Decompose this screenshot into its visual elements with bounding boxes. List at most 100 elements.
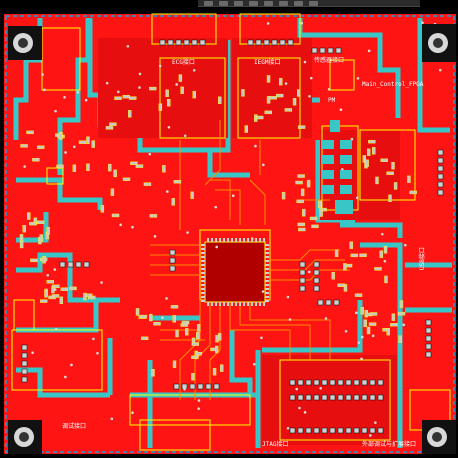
passive-component[interactable] <box>386 171 394 175</box>
passive-component[interactable] <box>298 227 306 232</box>
passive-component[interactable] <box>60 287 68 291</box>
passive-component[interactable] <box>393 182 398 190</box>
fpga-footprint[interactable] <box>201 238 269 306</box>
passive-component[interactable] <box>292 98 297 106</box>
passive-component[interactable] <box>122 94 130 99</box>
passive-component[interactable] <box>72 164 77 172</box>
passive-component[interactable] <box>331 272 335 280</box>
passive-component[interactable] <box>105 126 114 130</box>
measure-tool-icon[interactable] <box>264 0 273 6</box>
passive-component[interactable] <box>343 263 347 271</box>
passive-component[interactable] <box>334 249 339 257</box>
passive-component[interactable] <box>365 159 369 167</box>
passive-component[interactable] <box>153 322 161 326</box>
passive-component[interactable] <box>129 96 137 100</box>
passive-component[interactable] <box>409 190 417 195</box>
passive-component[interactable] <box>266 75 271 83</box>
passive-component[interactable] <box>363 319 367 327</box>
passive-component[interactable] <box>51 294 60 298</box>
passive-component[interactable] <box>108 163 112 172</box>
passive-component[interactable] <box>212 368 217 376</box>
passive-component[interactable] <box>264 110 272 115</box>
passive-component[interactable] <box>311 224 319 229</box>
passive-component[interactable] <box>191 373 195 381</box>
passive-component[interactable] <box>350 253 358 258</box>
passive-component[interactable] <box>27 212 31 220</box>
passive-component[interactable] <box>32 158 40 162</box>
passive-component[interactable] <box>368 322 377 326</box>
passive-component[interactable] <box>306 179 311 188</box>
passive-component[interactable] <box>178 74 183 82</box>
passive-component[interactable] <box>318 200 322 209</box>
passive-component[interactable] <box>380 158 388 162</box>
passive-components[interactable] <box>19 74 417 381</box>
passive-component[interactable] <box>143 182 152 186</box>
passive-component[interactable] <box>295 180 303 185</box>
passive-component[interactable] <box>170 305 179 309</box>
passive-component[interactable] <box>278 77 283 86</box>
passive-component[interactable] <box>296 199 304 204</box>
passive-component[interactable] <box>366 326 371 335</box>
passive-component[interactable] <box>39 234 44 242</box>
passive-component[interactable] <box>185 328 189 336</box>
passive-component[interactable] <box>300 188 305 197</box>
passive-component[interactable] <box>407 175 411 183</box>
passive-component[interactable] <box>190 191 194 199</box>
via-tool-icon[interactable] <box>234 0 243 6</box>
zoom-tool-icon[interactable] <box>279 0 288 6</box>
passive-component[interactable] <box>83 292 87 301</box>
passive-component[interactable] <box>337 283 345 287</box>
passive-component[interactable] <box>388 194 392 203</box>
passive-component[interactable] <box>149 86 157 91</box>
passive-component[interactable] <box>162 164 166 173</box>
passive-component[interactable] <box>180 86 184 95</box>
passive-component[interactable] <box>171 198 175 206</box>
passive-component[interactable] <box>368 139 376 144</box>
passive-component[interactable] <box>135 164 144 168</box>
passive-component[interactable] <box>59 296 64 305</box>
passive-component[interactable] <box>241 89 245 97</box>
passive-component[interactable] <box>58 132 63 140</box>
passive-component[interactable] <box>194 351 202 356</box>
passive-component[interactable] <box>22 225 26 233</box>
passive-component[interactable] <box>191 342 200 346</box>
passive-component[interactable] <box>149 214 158 218</box>
passive-component[interactable] <box>297 174 305 178</box>
drc-tool-icon[interactable] <box>309 0 318 6</box>
passive-component[interactable] <box>26 130 34 135</box>
passive-component[interactable] <box>384 275 388 284</box>
passive-component[interactable] <box>110 188 115 196</box>
passive-component[interactable] <box>86 136 90 144</box>
passive-component[interactable] <box>46 280 54 284</box>
passive-component[interactable] <box>56 164 64 169</box>
passive-component[interactable] <box>52 284 60 289</box>
passive-component[interactable] <box>391 162 395 170</box>
passive-component[interactable] <box>86 163 90 171</box>
passive-component[interactable] <box>319 209 323 217</box>
passive-component[interactable] <box>383 246 388 254</box>
passive-component[interactable] <box>297 89 301 97</box>
passive-component[interactable] <box>266 96 271 104</box>
selected-components[interactable] <box>322 120 353 214</box>
layer-tool-icon[interactable] <box>294 0 303 6</box>
passive-component[interactable] <box>165 89 169 98</box>
passive-component[interactable] <box>375 176 379 185</box>
passive-component[interactable] <box>309 216 318 221</box>
passive-component[interactable] <box>369 312 378 316</box>
passive-component[interactable] <box>281 191 286 200</box>
passive-component[interactable] <box>354 293 363 297</box>
passive-component[interactable] <box>128 110 132 118</box>
passive-component[interactable] <box>297 125 306 129</box>
passive-component[interactable] <box>44 290 48 298</box>
passive-component[interactable] <box>39 299 48 303</box>
passive-component[interactable] <box>151 369 155 377</box>
passive-component[interactable] <box>372 147 376 155</box>
passive-component[interactable] <box>244 125 248 133</box>
passive-component[interactable] <box>181 320 190 325</box>
passive-component[interactable] <box>109 122 117 126</box>
passive-component[interactable] <box>398 335 402 343</box>
passive-component[interactable] <box>135 308 140 316</box>
passive-component[interactable] <box>91 140 95 148</box>
passive-component[interactable] <box>343 284 348 292</box>
route-tool-icon[interactable] <box>219 0 228 6</box>
